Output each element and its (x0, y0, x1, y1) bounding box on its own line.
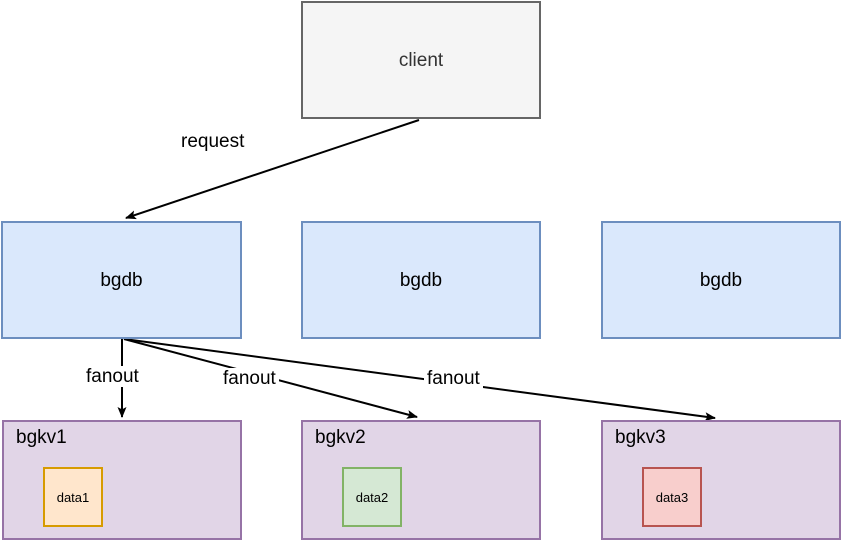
edge-label-fanout-bgkv3: fanout (424, 368, 483, 389)
node-client[interactable]: client (301, 1, 541, 119)
node-data3-label: data3 (655, 489, 689, 505)
node-bgkv-2[interactable]: bgkv2 data2 (301, 420, 541, 540)
edge-label-fanout-bgkv1: fanout (83, 366, 142, 387)
node-bgkv-1-label: bgkv1 (16, 427, 67, 448)
node-bgdb-1-label: bgdb (100, 269, 143, 291)
node-bgkv-3[interactable]: bgkv3 data3 (601, 420, 841, 540)
node-data1[interactable]: data1 (43, 467, 103, 527)
node-bgdb-1[interactable]: bgdb (1, 221, 242, 339)
edge-request (125, 119, 420, 220)
node-client-label: client (398, 49, 444, 71)
edge-label-fanout-bgkv2: fanout (220, 368, 279, 389)
node-data1-label: data1 (56, 489, 90, 505)
node-bgkv-2-label: bgkv2 (315, 427, 366, 448)
edge-label-request: request (178, 131, 248, 152)
node-data2[interactable]: data2 (342, 467, 402, 527)
node-bgdb-3-label: bgdb (699, 269, 743, 291)
node-bgdb-2[interactable]: bgdb (301, 221, 541, 339)
node-bgdb-3[interactable]: bgdb (601, 221, 841, 339)
node-bgdb-2-label: bgdb (399, 269, 443, 291)
node-data2-label: data2 (355, 489, 389, 505)
node-data3[interactable]: data3 (642, 467, 702, 527)
node-bgkv-1[interactable]: bgkv1 data1 (2, 420, 242, 540)
edge-fanout-bgkv3 (123, 338, 716, 422)
node-bgkv-3-label: bgkv3 (615, 427, 666, 448)
